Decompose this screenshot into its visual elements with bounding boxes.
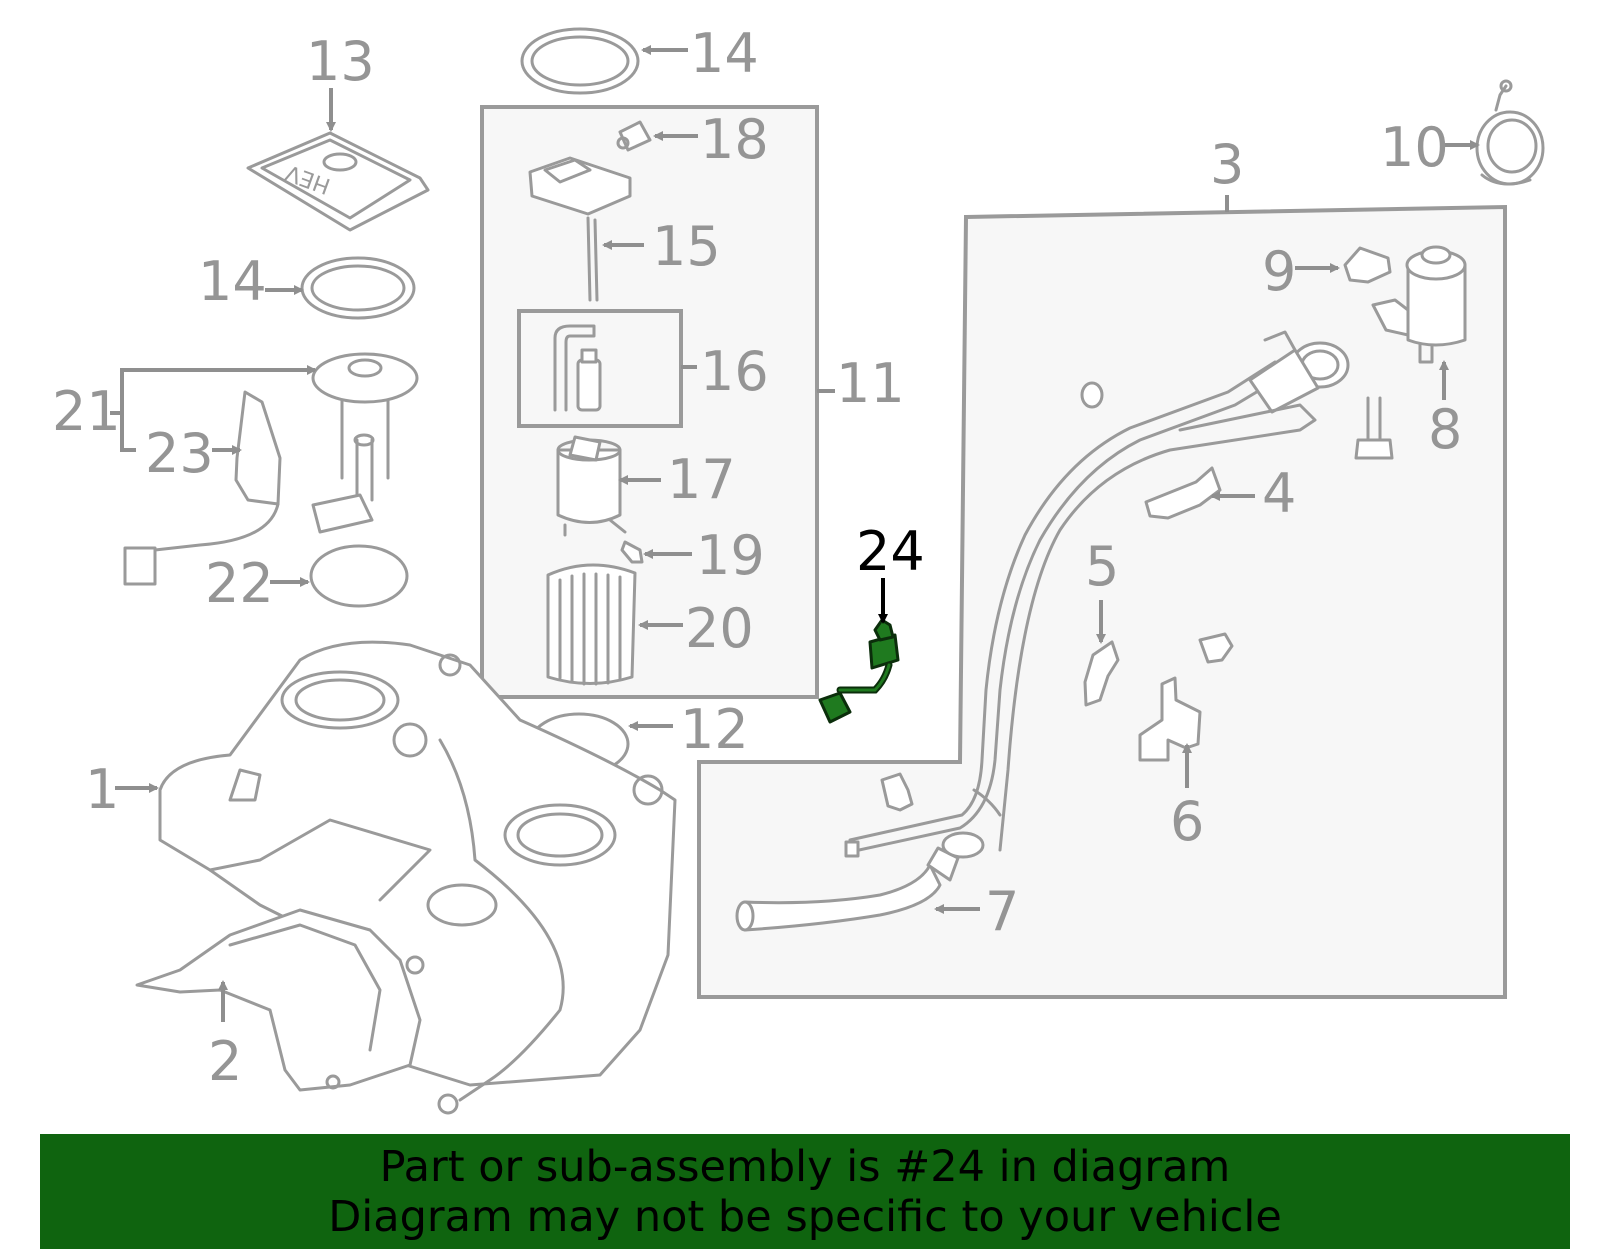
- valve-19: [620, 540, 644, 564]
- canister-8: [1371, 245, 1467, 364]
- label-20: 20: [685, 597, 754, 660]
- pump-flange-15: [528, 156, 632, 302]
- label-22: 22: [205, 552, 274, 615]
- pump-flange-21: [311, 352, 419, 534]
- lock-ring-top: [520, 27, 640, 95]
- label-13: 13: [306, 30, 375, 93]
- bracket-5: [1083, 640, 1120, 707]
- label-1: 1: [85, 758, 119, 821]
- fuel-cap-10: [1475, 79, 1545, 186]
- info-banner: Part or sub-assembly is #24 in diagram D…: [40, 1134, 1570, 1249]
- label-7: 7: [985, 880, 1019, 943]
- bolt: [1354, 396, 1394, 460]
- plug: [1198, 632, 1234, 664]
- o-ring-22: [309, 544, 409, 608]
- label-10: 10: [1380, 116, 1449, 179]
- highlighted-part-24[interactable]: [818, 618, 900, 724]
- label-2: 2: [208, 1030, 242, 1093]
- label-3: 3: [1210, 133, 1244, 196]
- callout-labels: 13 14 18 15 14 16 11 21 23 17 19 22 20 1…: [52, 22, 1462, 1093]
- valve-18: [616, 120, 652, 152]
- label-24: 24: [856, 520, 925, 583]
- label-16: 16: [700, 340, 769, 403]
- banner-line-1: Part or sub-assembly is #24 in diagram: [379, 1142, 1231, 1192]
- label-19: 19: [696, 524, 765, 587]
- banner-line-2: Diagram may not be specific to your vehi…: [328, 1192, 1282, 1242]
- label-9: 9: [1262, 240, 1296, 303]
- label-14-middle: 14: [198, 250, 267, 313]
- strainer-20: [546, 563, 637, 686]
- lock-ring-middle: [300, 256, 416, 320]
- label-17: 17: [667, 448, 736, 511]
- fuel-tank-1: [158, 640, 677, 1115]
- filler-neck-3: [844, 330, 1350, 858]
- label-5: 5: [1085, 535, 1119, 598]
- label-12: 12: [680, 698, 749, 761]
- connector-9: [1343, 246, 1392, 284]
- pump-module-17: [556, 435, 627, 537]
- leader-arrows: [110, 45, 1480, 1022]
- bushing: [1080, 381, 1104, 409]
- label-21: 21: [52, 380, 121, 443]
- label-23: 23: [145, 422, 214, 485]
- hose-7: [735, 831, 985, 932]
- label-4: 4: [1262, 462, 1296, 525]
- level-sender-23: [123, 390, 282, 586]
- label-14-top: 14: [690, 22, 759, 85]
- label-6: 6: [1170, 790, 1204, 853]
- label-11: 11: [836, 352, 905, 415]
- label-8: 8: [1428, 398, 1462, 461]
- heat-shield-2: [135, 908, 422, 1092]
- cover-plate-13: HEV: [246, 131, 430, 232]
- bracket-6: [1138, 676, 1202, 762]
- hose-16: [553, 324, 602, 412]
- label-18: 18: [700, 108, 769, 171]
- clip: [880, 772, 914, 812]
- label-15: 15: [652, 215, 721, 278]
